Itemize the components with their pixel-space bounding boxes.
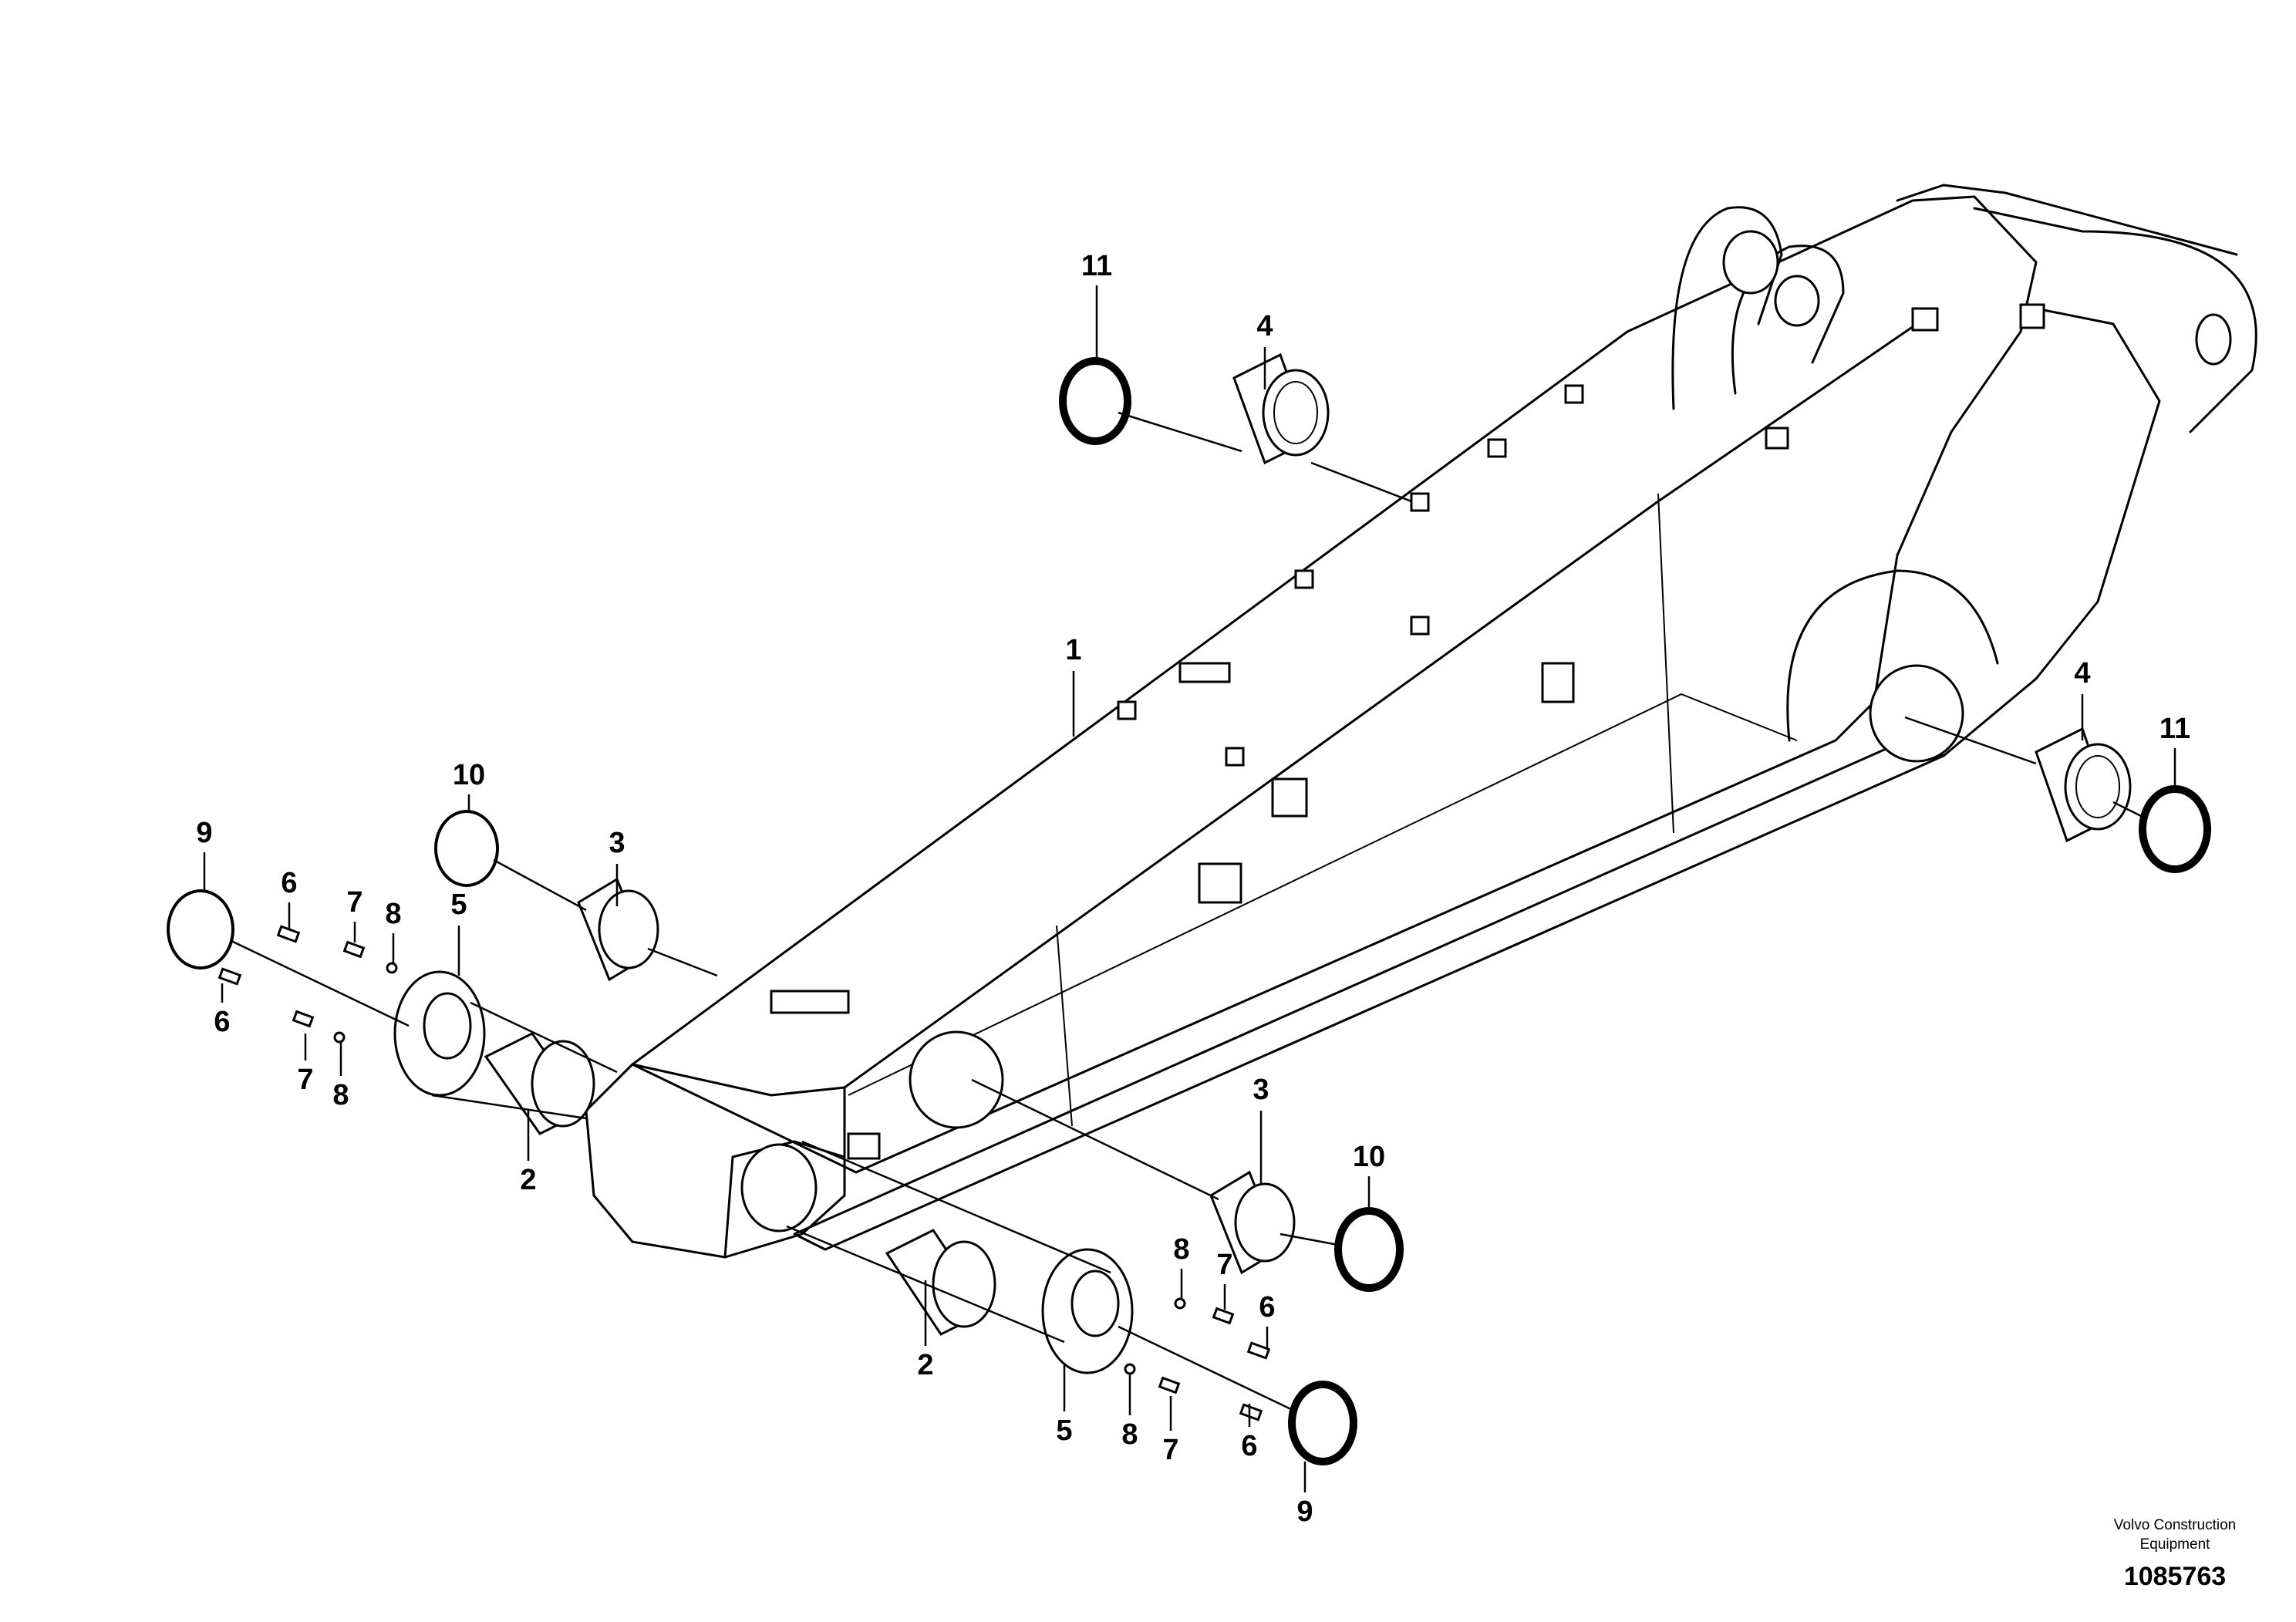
- front-pin-bore: [909, 1030, 1004, 1129]
- flange-5-left: [393, 970, 486, 1097]
- bushing-3-left: [577, 877, 659, 982]
- brand-line-1: Volvo Construction: [2114, 1517, 2236, 1533]
- callout-7: 7: [297, 1064, 313, 1096]
- callout-3: 3: [1253, 1074, 1269, 1106]
- callout-2: 2: [917, 1349, 933, 1381]
- callout-8: 8: [1121, 1418, 1138, 1451]
- bushing-4-top: [1232, 352, 1330, 465]
- small-fasteners: [217, 925, 1271, 1421]
- boom-assembly: [585, 184, 2257, 1259]
- callout-10: 10: [1353, 1141, 1385, 1173]
- drawing-footer: Volvo Construction Equipment 1085763: [2114, 1517, 2236, 1591]
- callout-leaders: [203, 285, 2176, 1492]
- ring-10-left: [434, 810, 499, 887]
- callout-4: 4: [1256, 310, 1273, 342]
- bushing-4-rear: [2035, 727, 2132, 843]
- callout-6: 6: [1241, 1430, 1257, 1462]
- rear-pin-bore: [1869, 664, 1964, 763]
- callout-10: 10: [453, 759, 485, 791]
- bushing-3-right: [1209, 1170, 1296, 1275]
- sleeve-2-left: [484, 1032, 595, 1135]
- ring-9-left: [167, 889, 234, 969]
- callout-1: 1: [1065, 634, 1081, 666]
- callout-7: 7: [1162, 1434, 1178, 1466]
- ring-11-rear: [2139, 785, 2211, 873]
- callout-5: 5: [1056, 1415, 1072, 1447]
- assembly-axis-lines: [231, 411, 2145, 1413]
- callout-9: 9: [1296, 1496, 1313, 1528]
- callout-8: 8: [332, 1079, 349, 1111]
- callout-6: 6: [281, 867, 297, 899]
- callout-8: 8: [385, 898, 401, 930]
- callout-7: 7: [1216, 1249, 1232, 1281]
- callout-9: 9: [196, 817, 212, 849]
- callout-5: 5: [450, 889, 467, 921]
- callout-4: 4: [2074, 657, 2090, 690]
- callout-7: 7: [346, 886, 362, 919]
- ring-11-top: [1059, 357, 1131, 445]
- callout-2: 2: [520, 1164, 536, 1196]
- ring-9-right: [1288, 1381, 1357, 1465]
- ring-10-right: [1334, 1207, 1404, 1292]
- boom-clamp-blocks: [770, 303, 2045, 1160]
- callout-8: 8: [1173, 1233, 1189, 1266]
- callout-6: 6: [214, 1006, 230, 1038]
- brand-line-2: Equipment: [2140, 1536, 2211, 1553]
- front-end-bore: [740, 1143, 818, 1233]
- flange-5-right: [1041, 1248, 1134, 1374]
- callout-3: 3: [609, 827, 625, 859]
- callout-11: 11: [1081, 250, 1112, 282]
- callout-11: 11: [2159, 713, 2190, 745]
- sleeve-2-right: [885, 1229, 996, 1336]
- callout-labels: 1 2 2 3 3 4 4 5 5 6 6 6 6 7 7 7 7 8 8 8 …: [196, 250, 2190, 1528]
- rear-lug-holes: [1722, 230, 2232, 366]
- drawing-number: 1085763: [2124, 1562, 2226, 1591]
- callout-6: 6: [1259, 1291, 1275, 1324]
